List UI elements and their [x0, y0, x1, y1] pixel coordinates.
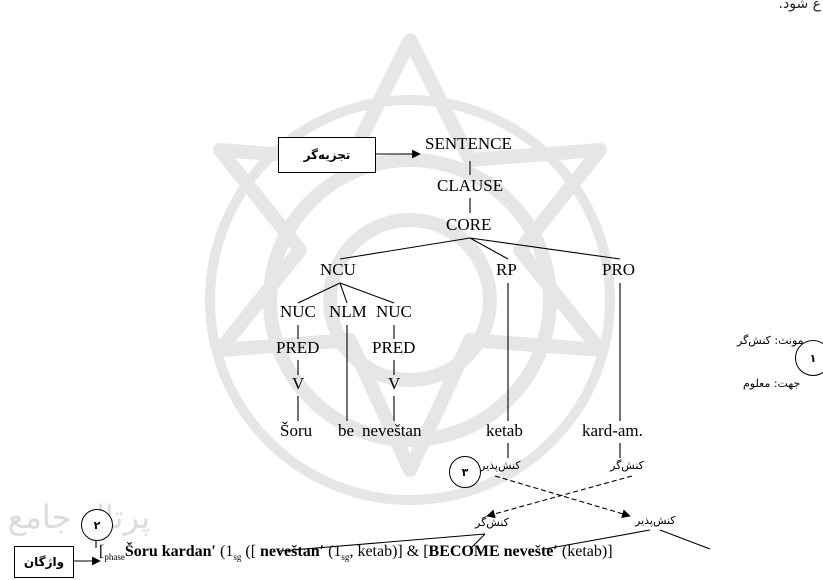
- gender-note: مونث: کنش‌گر: [737, 334, 804, 347]
- top-text-fragment: ع شود.: [778, 0, 821, 12]
- circle-three: ۳: [449, 456, 481, 488]
- word-be: be: [338, 421, 355, 440]
- word-nevestan: neveštan: [362, 421, 422, 440]
- node-nuc-1: NUC: [280, 302, 316, 321]
- node-nlm: NLM: [329, 302, 367, 321]
- node-v-2: V: [388, 374, 401, 393]
- parser-box: تجزیه‌گر: [278, 137, 376, 173]
- formula-sg-1: sg: [233, 552, 242, 563]
- role-undergoer-bottom: کنش‌پذیر: [635, 514, 676, 527]
- formula-part-5: (ketab)]: [557, 543, 613, 560]
- node-core: CORE: [446, 215, 492, 234]
- logical-structure-formula: [phaseŠoru kardan′ (1sg ([ neveštan′ (1s…: [99, 543, 613, 562]
- node-rp: RP: [496, 260, 517, 279]
- formula-part-3: (1: [324, 543, 342, 560]
- voice-note: جهت: معلوم: [743, 377, 801, 390]
- role-actor-top: کنش‌گر: [610, 459, 644, 472]
- role-actor-bottom: کنش‌گر: [475, 516, 509, 529]
- node-sentence: SENTENCE: [425, 134, 512, 153]
- watermark-text: پرتال جامع علوم انسانی و مطالعات فرهنگی: [0, 498, 150, 536]
- formula-main-predicate: Šoru kardan′: [124, 543, 217, 560]
- node-pred-2: PRED: [372, 338, 416, 357]
- circle-one: ۱: [795, 340, 823, 376]
- word-ketab: ketab: [486, 421, 523, 440]
- node-clause: CLAUSE: [437, 176, 504, 195]
- formula-phase-sub: phase: [104, 552, 125, 563]
- node-pro: PRO: [602, 260, 636, 279]
- formula-part-1: (1: [216, 543, 234, 560]
- node-pred-1: PRED: [276, 338, 320, 357]
- formula-sg-2: sg: [341, 552, 350, 563]
- word-kardam: kard-am.: [582, 421, 643, 440]
- formula-nevestan: neveštan′: [260, 543, 325, 560]
- circle-two: ۲: [81, 509, 113, 541]
- lexicon-box: واژگان: [14, 546, 74, 578]
- role-undergoer-top: کنش‌پذیر: [480, 459, 521, 472]
- formula-part-2: ([: [241, 543, 261, 560]
- formula-part-4: , ketab)] & [: [349, 543, 429, 560]
- node-v-1: V: [292, 374, 305, 393]
- node-ncu: NCU: [320, 260, 356, 279]
- word-soru: Šoru: [280, 421, 313, 440]
- formula-open: [: [99, 543, 105, 560]
- formula-become: BECOME nevešte′: [428, 543, 558, 560]
- node-nuc-2: NUC: [376, 302, 412, 321]
